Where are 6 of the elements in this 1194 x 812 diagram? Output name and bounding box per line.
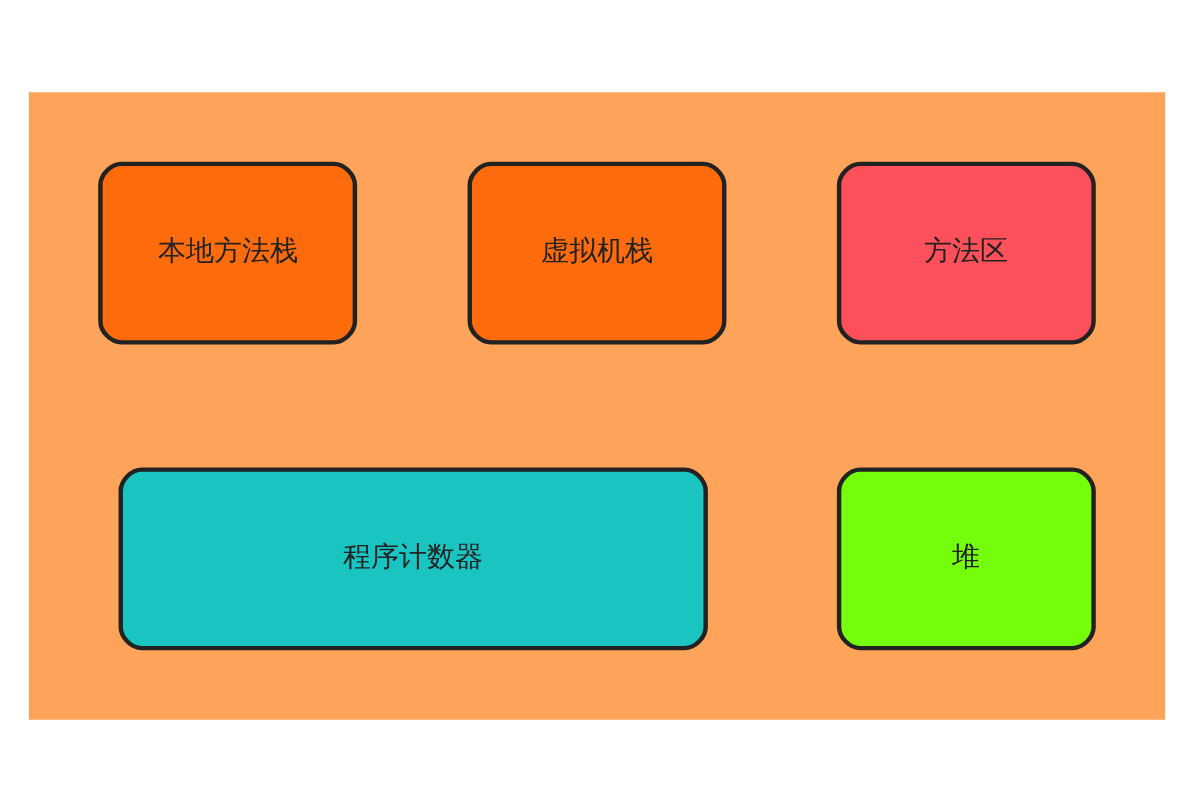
node-box: 堆: [836, 467, 1096, 651]
node-box: 方法区: [836, 161, 1096, 345]
cluster: [28, 92, 1166, 720]
node-box: 程序计数器: [118, 467, 708, 651]
node-box: 虚拟机栈: [467, 161, 727, 345]
node-box: 本地方法栈: [98, 161, 358, 345]
